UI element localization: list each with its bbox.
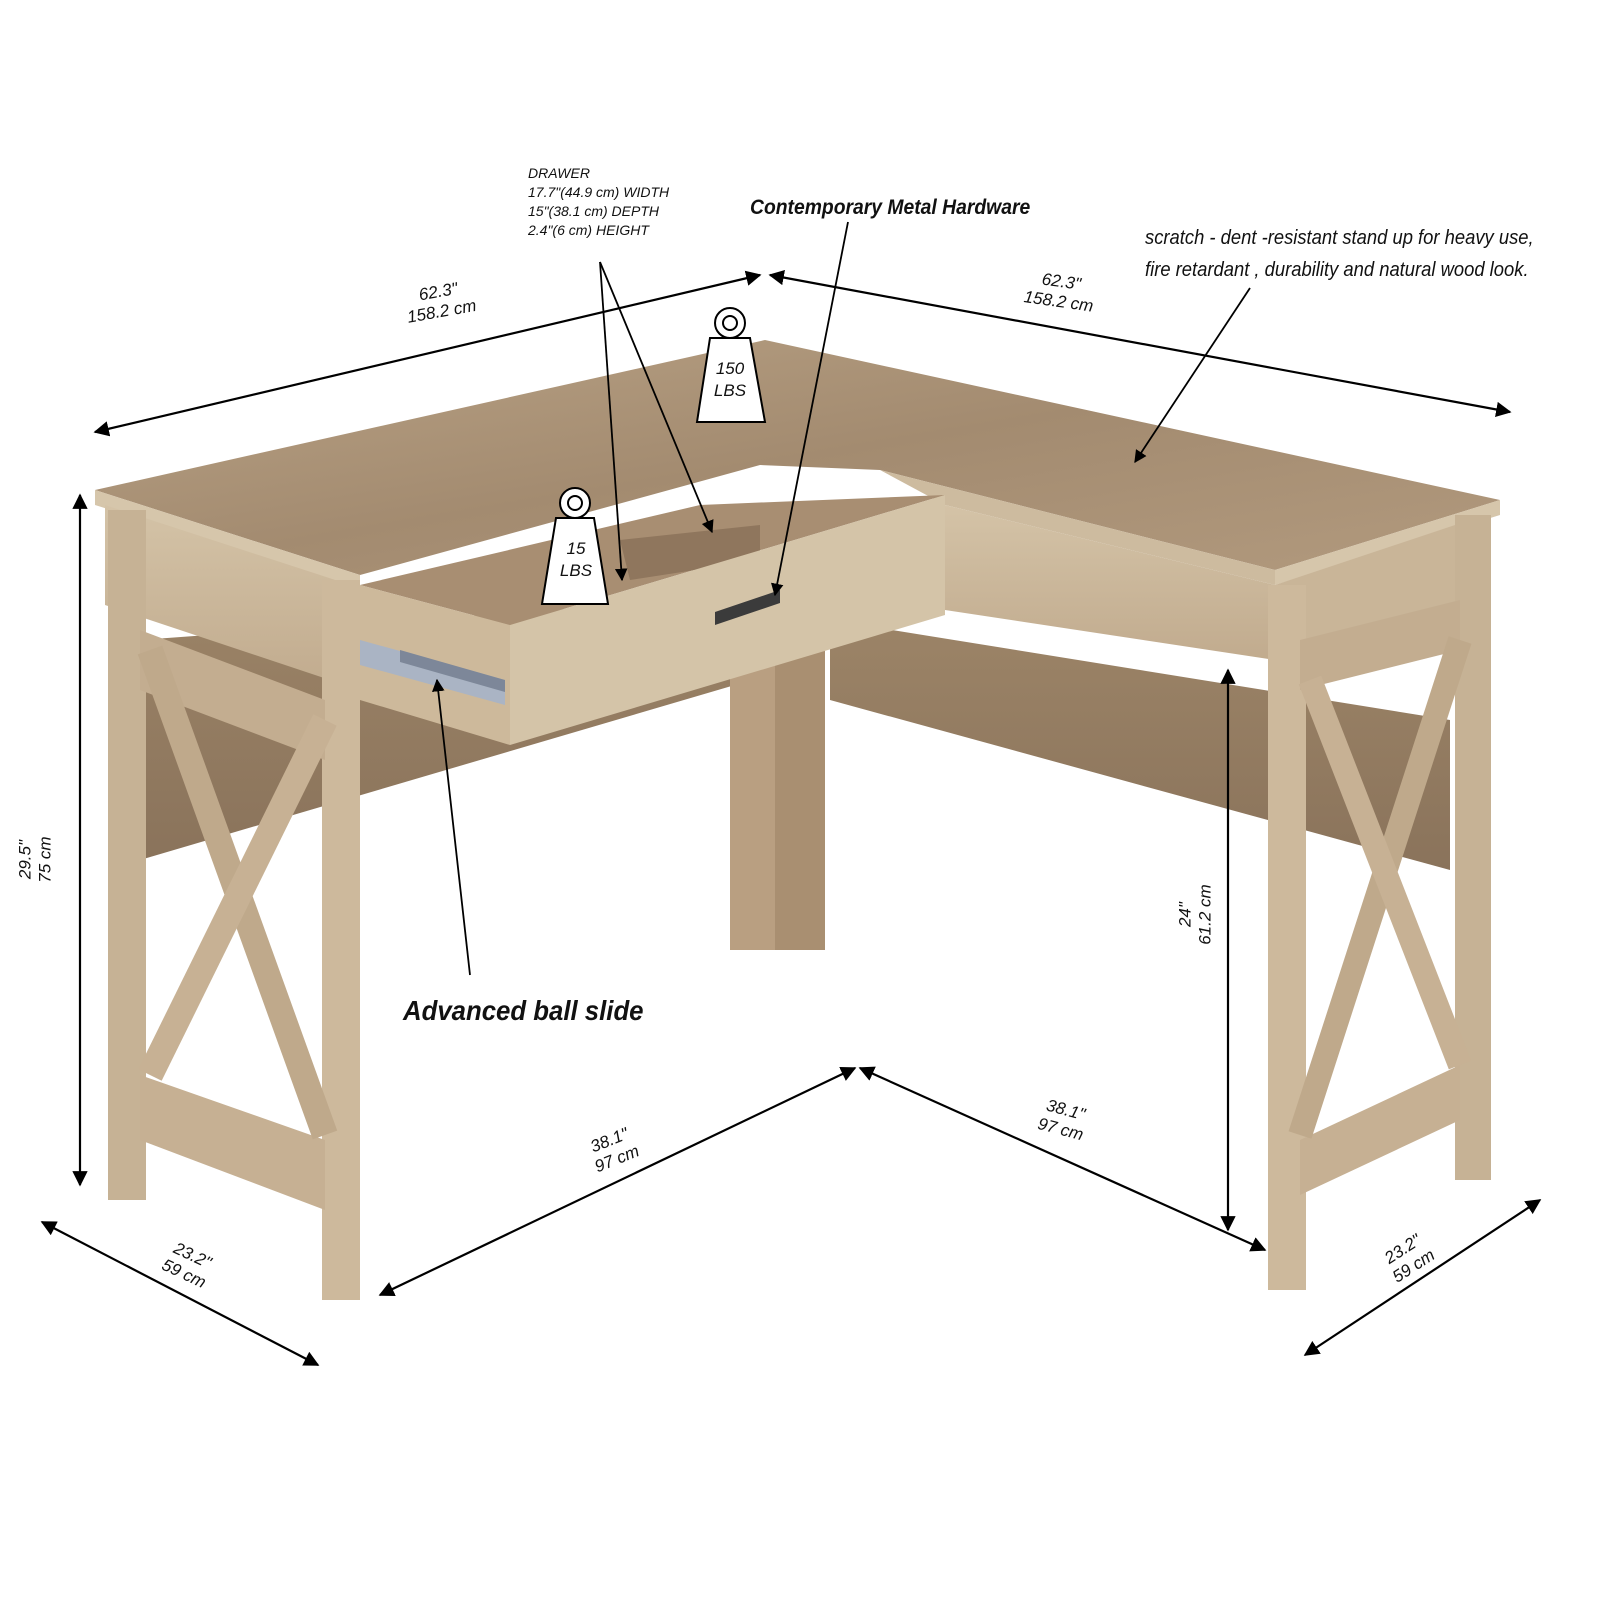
- top-weight-label: 150 LBS: [700, 358, 760, 402]
- drawer-spec-depth: 15"(38.1 cm) DEPTH: [528, 202, 660, 219]
- right-end-frame: [1268, 515, 1491, 1290]
- callout-leaders: [431, 221, 1251, 976]
- top-weight-unit: LBS: [713, 381, 747, 401]
- dim-overall-height-cm: 75 cm: [35, 836, 55, 883]
- surface-callout-line1: scratch - dent -resistant stand up for h…: [1145, 227, 1534, 249]
- open-drawer: [360, 495, 945, 745]
- ball-slide-callout: Advanced ball slide: [403, 995, 644, 1026]
- dim-knee-height-in: 24": [1175, 902, 1195, 928]
- drawer-spec-height: 2.4"(6 cm) HEIGHT: [528, 221, 649, 238]
- drawer-spec-title: DRAWER: [528, 165, 590, 181]
- drawer-weight-label: 15 LBS: [546, 538, 606, 582]
- dim-overall-height-in: 29.5": [15, 839, 35, 880]
- dim-knee-height-cm: 61.2 cm: [1195, 884, 1215, 945]
- surface-callout: scratch - dent -resistant stand up for h…: [1145, 222, 1534, 286]
- top-weight-value: 150: [715, 359, 745, 378]
- desktop-surface: [95, 340, 1500, 588]
- drawer-spec: DRAWER 17.7"(44.9 cm) WIDTH 15"(38.1 cm)…: [528, 164, 669, 240]
- dimension-arrows: [40, 269, 1542, 1366]
- drawer-weight-value: 15: [566, 539, 586, 558]
- left-end-frame: [108, 510, 360, 1300]
- left-apron: [105, 505, 360, 690]
- drawer-weight-unit: LBS: [559, 561, 593, 581]
- weight-icon-15: [540, 487, 610, 605]
- drawer-handle: [715, 590, 780, 625]
- surface-callout-line2: fire retardant , durability and natural …: [1145, 259, 1529, 281]
- drawer-spec-width: 17.7"(44.9 cm) WIDTH: [528, 183, 670, 200]
- hardware-callout: Contemporary Metal Hardware: [750, 196, 1031, 219]
- dim-overall-height: 29.5" 75 cm: [16, 836, 55, 882]
- ball-slide: [360, 640, 505, 705]
- dim-knee-height: 24" 61.2 cm: [1176, 884, 1215, 944]
